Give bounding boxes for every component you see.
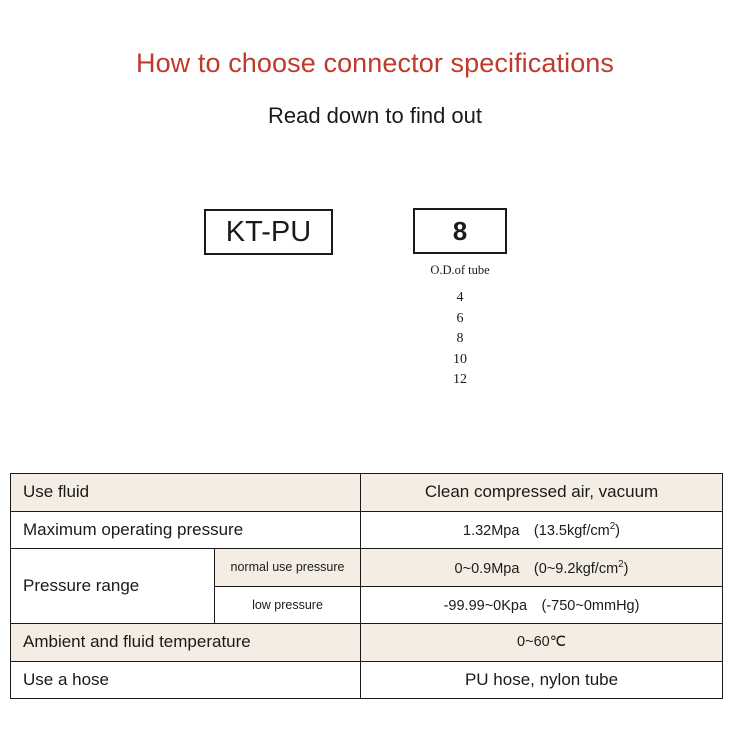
value-tail: ) — [615, 523, 621, 540]
series-code-box: KT-PU — [204, 209, 333, 255]
tube-size-option: 8 — [456, 331, 464, 346]
spec-sublabel-normal-use-pressure: normal use pressure — [213, 548, 362, 587]
spec-sublabel-low-pressure: low pressure — [213, 585, 362, 624]
value-superscript: 2 — [618, 558, 624, 570]
value-main: 1.32Mpa (13.5kgf/cm — [463, 523, 610, 540]
spec-value-ambient-fluid-temperature: 0~60℃ — [360, 623, 724, 662]
tube-size-option: 12 — [453, 372, 467, 387]
spec-value-use-fluid: Clean compressed air, vacuum — [360, 473, 724, 512]
code-builder: KT-PU 8 O.D.of tube 4 6 8 10 12 — [0, 208, 750, 408]
spec-value-normal-use-pressure: 0~0.9Mpa (0~9.2kgf/cm2) — [360, 548, 724, 587]
tube-size-box: 8 — [413, 208, 507, 254]
spec-label-pressure-range: Pressure range — [10, 548, 215, 624]
spec-label-use-fluid: Use fluid — [9, 473, 362, 512]
specification-table: Use fluid Clean compressed air, vacuum M… — [9, 473, 724, 699]
spec-value-low-pressure: -99.99~0Kpa (-750~0mmHg) — [360, 585, 724, 624]
table-row: Use a hose PU hose, nylon tube — [9, 660, 724, 699]
spec-label-ambient-fluid-temperature: Ambient and fluid temperature — [9, 623, 362, 662]
table-row: Use fluid Clean compressed air, vacuum — [9, 473, 724, 512]
spec-value-use-a-hose: PU hose, nylon tube — [360, 660, 724, 699]
table-row: Maximum operating pressure 1.32Mpa (13.5… — [9, 510, 724, 549]
tube-size-value: 8 — [452, 215, 468, 246]
tube-size-option: 6 — [456, 310, 464, 326]
spec-label-max-operating-pressure: Maximum operating pressure — [9, 510, 362, 549]
tube-size-option: 4 — [456, 290, 464, 305]
page-title: How to choose connector specifications — [135, 48, 615, 78]
tube-size-option: 10 — [453, 351, 467, 367]
spec-value-max-operating-pressure: 1.32Mpa (13.5kgf/cm2) — [360, 510, 724, 549]
value-superscript: 2 — [609, 521, 616, 533]
table-row: Pressure range normal use pressure 0~0.9… — [10, 548, 724, 624]
series-code-value: KT-PU — [225, 215, 312, 248]
table-row: Ambient and fluid temperature 0~60℃ — [9, 623, 724, 662]
spec-label-use-a-hose: Use a hose — [9, 660, 362, 699]
page-subtitle: Read down to find out — [267, 103, 483, 128]
tube-size-caption: O.D.of tube — [430, 263, 490, 277]
value-main: 0~0.9Mpa (0~9.2kgf/cm — [454, 560, 619, 577]
tube-size-option-list: 4 6 8 10 12 — [403, 288, 517, 391]
value-tail: ) — [623, 560, 629, 577]
